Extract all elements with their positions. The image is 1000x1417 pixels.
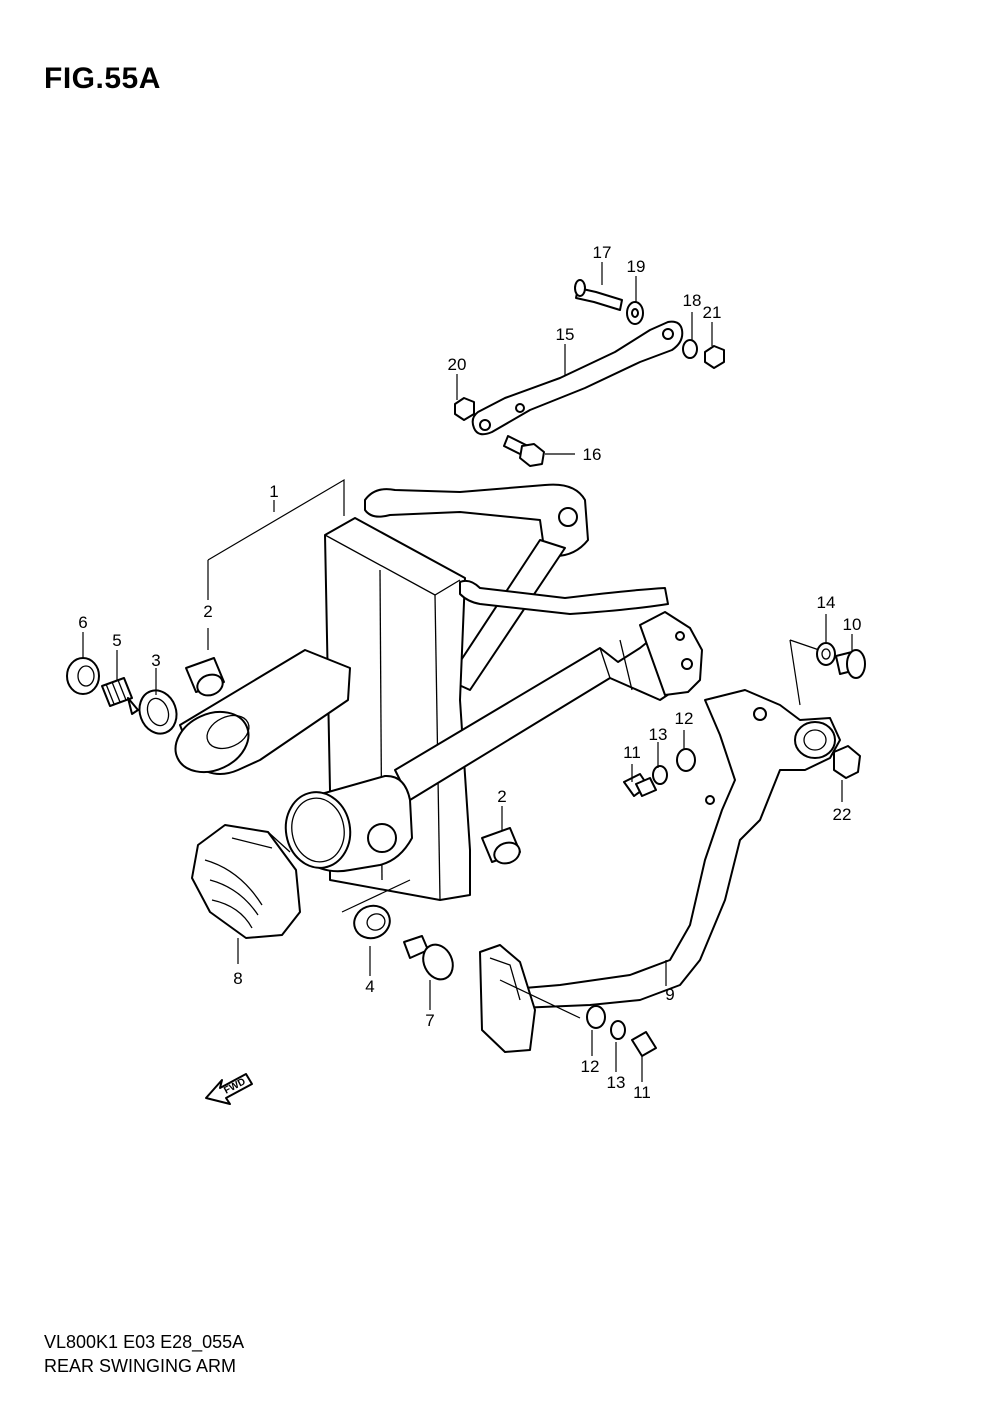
callout-17: 17: [593, 243, 612, 262]
boot-8: [191, 824, 301, 939]
bolt-10: [835, 649, 866, 679]
callout-5: 5: [112, 631, 121, 650]
fwd-arrow-icon: FWD: [205, 1073, 253, 1105]
callout-12: 12: [675, 709, 694, 728]
callout-14: 14: [817, 593, 836, 612]
lower-bracket: [479, 944, 536, 1053]
callout-13: 13: [649, 725, 668, 744]
torque-link-hole: [662, 328, 674, 340]
callout-4: 4: [365, 977, 374, 996]
callout-1: 1: [269, 482, 278, 501]
callout-9: 9: [665, 985, 674, 1004]
swing-arm-body: [174, 483, 703, 901]
bolt-11-lower: [631, 1031, 657, 1057]
washer-18: [682, 339, 698, 359]
collar-13-upper: [652, 765, 668, 785]
callout-13: 13: [607, 1073, 626, 1092]
nut-20: [454, 397, 475, 421]
callout-6: 6: [78, 613, 87, 632]
nut-22: [833, 745, 861, 779]
bolt-16: [503, 435, 545, 467]
callout-19: 19: [627, 257, 646, 276]
rear-flange: [639, 611, 703, 696]
callout-8: 8: [233, 969, 242, 988]
callout-16: 16: [583, 445, 602, 464]
bushing-2: [185, 657, 225, 697]
callout-15: 15: [556, 325, 575, 344]
callout-2: 2: [203, 602, 212, 621]
figure-title: FIG.55A: [44, 62, 161, 95]
figure-name: REAR SWINGING ARM: [44, 1356, 237, 1376]
cap-12-upper: [676, 748, 696, 772]
bushing-2b: [481, 827, 521, 865]
cap-12-lower: [586, 1005, 606, 1029]
callout-11: 11: [623, 743, 641, 762]
nut-21: [704, 345, 725, 369]
collar-13-lower: [610, 1020, 626, 1040]
torque-link: [471, 320, 684, 436]
callout-10: 10: [843, 615, 862, 634]
bolt-11-upper: [623, 773, 657, 797]
bearing-3: [138, 689, 178, 735]
cap-14: [816, 642, 836, 666]
torque-link-assembly: [454, 279, 725, 467]
callout-18: 18: [683, 291, 702, 310]
plug-7: [403, 935, 454, 981]
callout-12: 12: [581, 1057, 600, 1076]
callout-3: 3: [151, 651, 160, 670]
arm-frame-9: [479, 689, 841, 1053]
bolt-17: [574, 279, 623, 311]
bearing-4: [353, 904, 391, 940]
callout-20: 20: [448, 355, 467, 374]
pivot-boss: [174, 710, 250, 774]
callout-22: 22: [833, 805, 852, 824]
torque-link-hole: [515, 403, 525, 413]
figure-code: VL800K1 E03 E28_055A: [44, 1332, 245, 1352]
adjuster-5: [101, 677, 139, 715]
callout-7: 7: [425, 1011, 434, 1030]
torque-link-hole: [479, 419, 491, 431]
callout-2: 2: [497, 787, 506, 806]
callout-21: 21: [703, 303, 722, 322]
callout-11: 11: [633, 1083, 651, 1102]
